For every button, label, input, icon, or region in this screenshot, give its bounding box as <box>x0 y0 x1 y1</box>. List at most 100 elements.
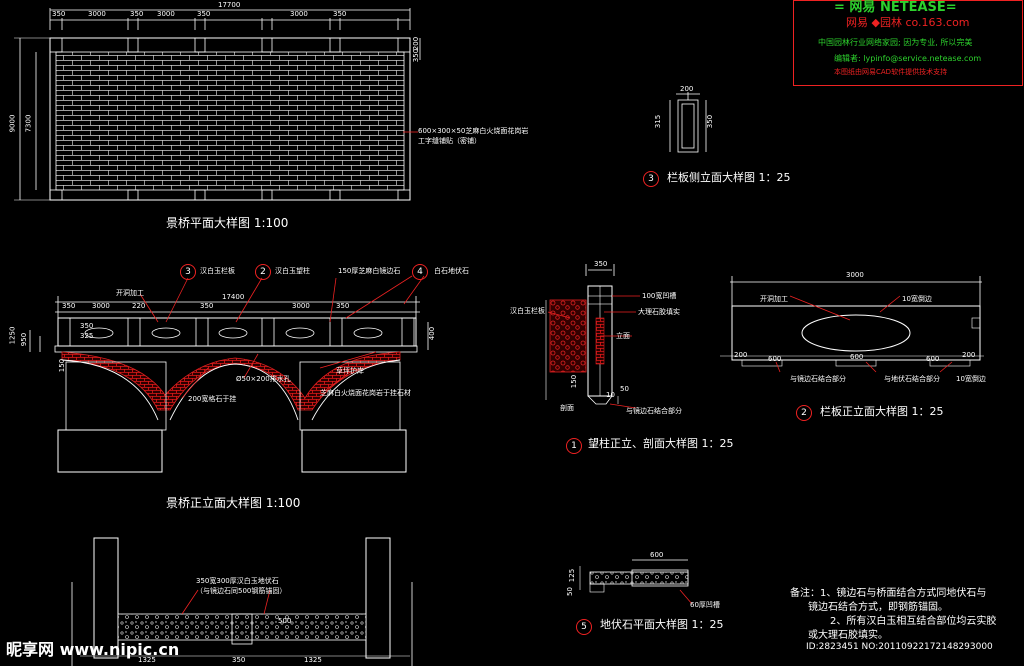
plan-dim-left-outer: 9000 <box>8 114 17 133</box>
bottom-dim-0: 1325 <box>138 656 156 664</box>
notes-line-4: 或大理石胶填实。 <box>808 630 888 641</box>
plan-dim-3: 3000 <box>157 10 175 18</box>
plan-callout-2: 工字缝铺贴（密铺） <box>418 137 481 145</box>
detail-3-dim-right: 350 <box>706 114 715 129</box>
notes-line-1: 备注：1、镜边石与桥面结合方式同地伏石与 <box>790 588 987 599</box>
netease-logo-text: = 网易 NETEASE= <box>834 0 957 15</box>
plan-title: 景桥平面大样图 1:100 <box>166 216 289 230</box>
elev-dim-small-1: 325 <box>80 332 94 340</box>
pillar-label-4: 剖面 <box>560 404 574 412</box>
elev-dim-0: 350 <box>62 302 76 310</box>
notes-line-3: 2、所有汉白玉相互结合部位均云实胶 <box>830 616 997 627</box>
elevation-title: 景桥正立面大样图 1:100 <box>166 496 301 510</box>
elev-dim-4: 3000 <box>292 302 310 310</box>
elev-dim-left-0: 1250 <box>8 326 17 345</box>
panel-dim-b3: 600 <box>926 355 940 363</box>
elev-dim-small-2: 150 <box>58 358 67 373</box>
elev-label-3: 白石地伏石 <box>434 267 469 275</box>
panel-dim-b0: 200 <box>734 351 748 359</box>
notes-line-2: 镜边石结合方式，即钢筋锚固。 <box>808 602 948 613</box>
ground-dim-left-0: 125 <box>568 568 577 583</box>
info-slogan: 中国园林行业网络家园; 因为专业, 所以完美 <box>818 38 973 47</box>
info-support: 本图纸由网易CAD软件提供技术支持 <box>834 68 948 76</box>
elev-dim-small-0: 350 <box>80 322 94 330</box>
panel-label-1: 10宽倒边 <box>902 295 932 303</box>
panel-dim-b1: 600 <box>768 355 782 363</box>
elev-label-arch: 200宽格石于挂 <box>188 395 237 403</box>
elev-dim-5: 350 <box>336 302 350 310</box>
elev-label-2: 150厚芝麻白镜边石 <box>338 267 401 275</box>
plan-dim-0: 350 <box>52 10 66 18</box>
elev-dim-right: 400 <box>428 326 437 341</box>
elev-label-drain: Ø50×200排水孔 <box>236 375 291 383</box>
bottom-label-2: （与镜边石同500钢筋锚固） <box>196 587 287 595</box>
watermark-right: ID:2823451 NO:20110922172148293000 <box>806 642 993 652</box>
ground-dim-left-1: 50 <box>565 587 574 596</box>
ground-dim-top: 600 <box>650 551 664 559</box>
detail-5-drawing <box>579 559 693 605</box>
panel-dim-b2: 600 <box>850 353 864 361</box>
detail-3-drawing <box>669 92 707 153</box>
elev-label-0: 汉白玉栏板 <box>200 267 235 275</box>
panel-label-0: 开洞加工 <box>760 295 788 303</box>
elev-label-1: 汉白玉望柱 <box>275 267 310 275</box>
pillar-dim-0: 150 <box>570 374 579 389</box>
panel-dim-top: 3000 <box>846 271 864 279</box>
pillar-label-3: 立面 <box>616 332 630 340</box>
plan-dim-right-1: 350 <box>412 48 421 63</box>
bottom-section-drawing <box>71 537 413 666</box>
plan-callout: 600×300×50芝麻白火烧面花岗岩 <box>418 127 529 135</box>
plan-dim-2: 350 <box>130 10 144 18</box>
title-block: = 网易 NETEASE= 网易 ◆园林 co.163.com 中国园林行业网络… <box>793 0 1023 86</box>
panel-dim-b4: 200 <box>962 351 976 359</box>
plan-dim-left-inner: 7300 <box>24 114 33 133</box>
bottom-dim-2: 1325 <box>304 656 322 664</box>
detail-3-title: 栏板侧立面大样图 1：25 <box>667 171 791 184</box>
ground-title: 地伏石平面大样图 1：25 <box>600 618 724 631</box>
elev-dim-total: 17400 <box>222 293 245 301</box>
plan-dim-6: 350 <box>333 10 347 18</box>
plan-dim-4: 350 <box>197 10 211 18</box>
pillar-label-1: 100宽凹槽 <box>642 292 677 300</box>
ground-label: 60厚凹槽 <box>690 601 720 609</box>
elev-label-face: 芝麻白火烧面花岗岩于挂石材 <box>320 389 411 397</box>
elev-marker-1: 2 <box>255 264 271 280</box>
elev-dim-left-1: 950 <box>20 332 29 347</box>
info-editor: 编辑者: lypinfo@service.netease.com <box>834 54 982 63</box>
pillar-label-0: 汉白玉栏板 <box>510 307 545 315</box>
plan-view <box>14 8 421 201</box>
pillar-title: 望柱正立、剖面大样图 1：25 <box>588 437 734 450</box>
elev-label-pier: 草坪护岸 <box>336 367 364 375</box>
panel-title: 栏板正立面大样图 1：25 <box>820 405 944 418</box>
elev-marker-2: 4 <box>412 264 428 280</box>
pillar-dim-top: 350 <box>594 260 608 268</box>
plan-dim-5: 3000 <box>290 10 308 18</box>
bottom-dim-mid: 500 <box>278 617 292 625</box>
panel-label-2: 与镜边石结合部分 <box>790 375 846 383</box>
panel-label-4: 10宽倒边 <box>956 375 986 383</box>
pillar-dim-2: 10 <box>606 391 615 399</box>
elevation-view <box>29 275 429 473</box>
bottom-label-1: 350宽300厚汉白玉地伏石 <box>196 577 279 585</box>
plan-dim-1: 3000 <box>88 10 106 18</box>
elev-label-openwork: 开洞加工 <box>116 289 144 297</box>
panel-label-3: 与地伏石结合部分 <box>884 375 940 383</box>
plan-dim-total: 17700 <box>218 1 241 9</box>
detail-3-dim-left: 315 <box>654 114 663 129</box>
elev-dim-3: 350 <box>200 302 214 310</box>
detail-1-marker: 1 <box>566 438 582 454</box>
detail-3-marker: 3 <box>643 171 659 187</box>
bottom-dim-1: 350 <box>232 656 246 664</box>
detail-3-dim-top: 200 <box>680 85 694 93</box>
pillar-dim-1: 50 <box>620 385 629 393</box>
detail-2-marker: 2 <box>796 405 812 421</box>
elev-dim-1: 3000 <box>92 302 110 310</box>
elev-dim-2: 220 <box>132 302 146 310</box>
elev-marker-0: 3 <box>180 264 196 280</box>
netease-site: 网易 ◆园林 co.163.com <box>846 16 970 29</box>
pillar-label-2: 大理石胶填实 <box>638 308 680 316</box>
watermark-left: 昵享网 www.nipic.cn <box>6 640 180 659</box>
detail-2-drawing <box>720 276 984 373</box>
pillar-label-5: 与镜边石结合部分 <box>626 407 682 415</box>
